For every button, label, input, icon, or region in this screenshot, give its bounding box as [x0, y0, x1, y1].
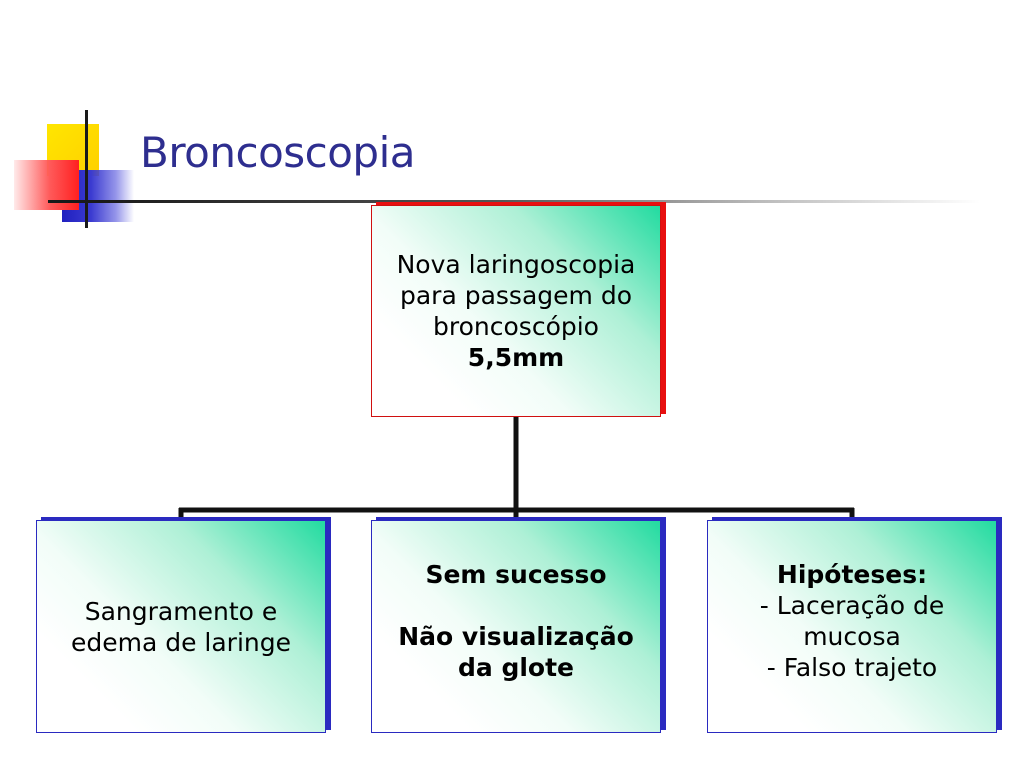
- child-3-line-3: - Falso trajeto: [766, 653, 938, 682]
- child-2-line-2: da glote: [457, 653, 574, 682]
- root-emphasis: 5,5mm: [467, 343, 565, 372]
- logo-vertical-line: [85, 110, 88, 228]
- slide-logo-decoration: [0, 0, 148, 240]
- title-underline-rule: [100, 200, 980, 203]
- child-3-line-2: mucosa: [803, 622, 901, 651]
- logo-horizontal-line: [48, 200, 148, 203]
- root-line-1: Nova laringoscopia: [396, 250, 636, 279]
- child-node-hypotheses: Hipóteses: - Laceração de mucosa - Falso…: [707, 520, 997, 733]
- child-2-line-1: Não visualização: [398, 622, 634, 651]
- root-line-3: broncoscópio: [433, 312, 599, 341]
- child-1-line-1: Sangramento e: [84, 596, 278, 626]
- child-1-line-2: edema de laringe: [70, 627, 292, 657]
- root-line-2: para passagem do: [399, 281, 632, 310]
- child-3-heading: Hipóteses:: [776, 560, 928, 589]
- slide-title: Broncoscopia: [140, 128, 416, 177]
- child-node-bleeding: Sangramento e edema de laringe: [36, 520, 326, 733]
- child-3-line-1: - Laceração de: [759, 591, 945, 620]
- child-node-no-success: Sem sucesso Não visualização da glote: [371, 520, 661, 733]
- root-node: Nova laringoscopia para passagem do bron…: [371, 205, 661, 417]
- child-2-heading: Sem sucesso: [425, 560, 607, 589]
